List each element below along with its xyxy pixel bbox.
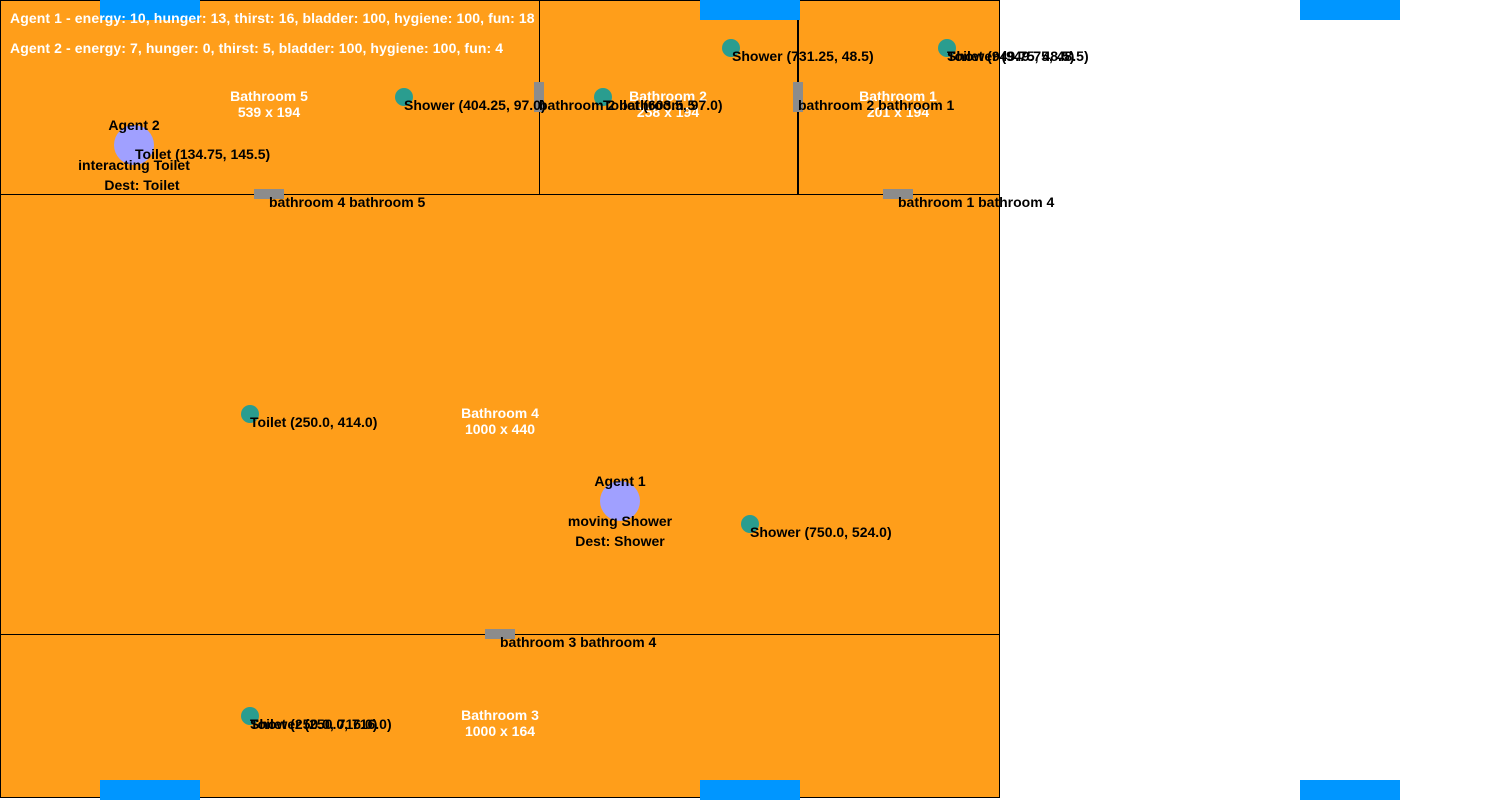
object-label: Toilet (949.75, 48.5) [947,48,1075,64]
room-size: 201 x 194 [866,104,930,120]
room-label-bathroom-5: Bathroom 5 539 x 194 [230,88,308,120]
room-label-bathroom-1: Bathroom 1 201 x 194 [859,88,937,120]
object-label: Toilet (250.0, 716.0) [250,716,378,732]
agent-2[interactable] [114,125,154,165]
door-bathroom-3-4 [485,629,515,639]
room-bathroom-5 [0,0,540,195]
window [100,780,200,800]
room-label-bathroom-4: Bathroom 4 1000 x 440 [461,405,539,437]
object-label: Shower (750.0, 524.0) [750,524,892,540]
door-bathroom-1-4 [883,189,913,199]
door-bathroom-4-5 [254,189,284,199]
window [700,0,800,20]
object-label: Shower (949.75, 48.5) [947,48,1089,64]
door-label: bathroom 1 bathroom 4 [898,194,1055,210]
room-size: 539 x 194 [237,104,301,120]
door-bathroom-2-5 [534,82,544,112]
room-name: Bathroom 1 [859,88,937,104]
room-label-bathroom-2: Bathroom 2 258 x 194 [629,88,707,120]
shower-object[interactable] [741,515,759,533]
toilet-object[interactable] [241,405,259,423]
toilet-object[interactable] [594,88,612,106]
agent-1-action: moving Shower [567,513,673,529]
room-size: 1000 x 440 [464,421,536,437]
room-bathroom-4 [0,194,1000,635]
room-bathroom-3 [0,634,1000,798]
door-bathroom-2-1 [793,82,803,112]
object-label: Toilet (603.5, 97.0) [603,97,723,113]
shower-object[interactable] [722,39,740,57]
object-label: Shower (404.25, 97.0) [404,97,546,113]
window [100,0,200,20]
door-label: bathroom 2 bathroom 5 [539,97,696,113]
agent-1[interactable] [600,481,640,521]
object-label: Shower (250.0, 716.0) [250,716,392,732]
agent-1-status: Agent 1 - energy: 10, hunger: 13, thirst… [10,10,535,26]
room-name: Bathroom 4 [461,405,539,421]
object-label: Toilet (134.75, 145.5) [135,146,271,162]
window [700,780,800,800]
agent-2-status: Agent 2 - energy: 7, hunger: 0, thirst: … [10,40,504,56]
agent-1-dest: Dest: Shower [575,533,665,549]
room-size: 1000 x 164 [464,723,536,739]
door-label: bathroom 3 bathroom 4 [500,634,657,650]
agent-2-dest: Dest: Toilet [104,177,180,193]
shower-object[interactable] [395,88,413,106]
room-bathroom-2 [539,0,798,195]
object-label: Toilet (250.0, 414.0) [250,414,378,430]
door-label: bathroom 4 bathroom 5 [269,194,426,210]
window [1300,780,1400,800]
agent-1-name: Agent 1 [594,473,646,489]
room-label-bathroom-3: Bathroom 3 1000 x 164 [461,707,539,739]
toilet-object[interactable] [938,39,956,57]
room-name: Bathroom 3 [461,707,539,723]
door-label: bathroom 2 bathroom 1 [798,97,955,113]
window [1300,0,1400,20]
toilet-object[interactable] [241,707,259,725]
object-label: Shower (731.25, 48.5) [732,48,874,64]
agent-2-action: interacting Toilet [78,157,190,173]
room-size: 258 x 194 [636,104,700,120]
agent-2-name: Agent 2 [108,117,160,133]
room-name: Bathroom 2 [629,88,707,104]
room-name: Bathroom 5 [230,88,308,104]
